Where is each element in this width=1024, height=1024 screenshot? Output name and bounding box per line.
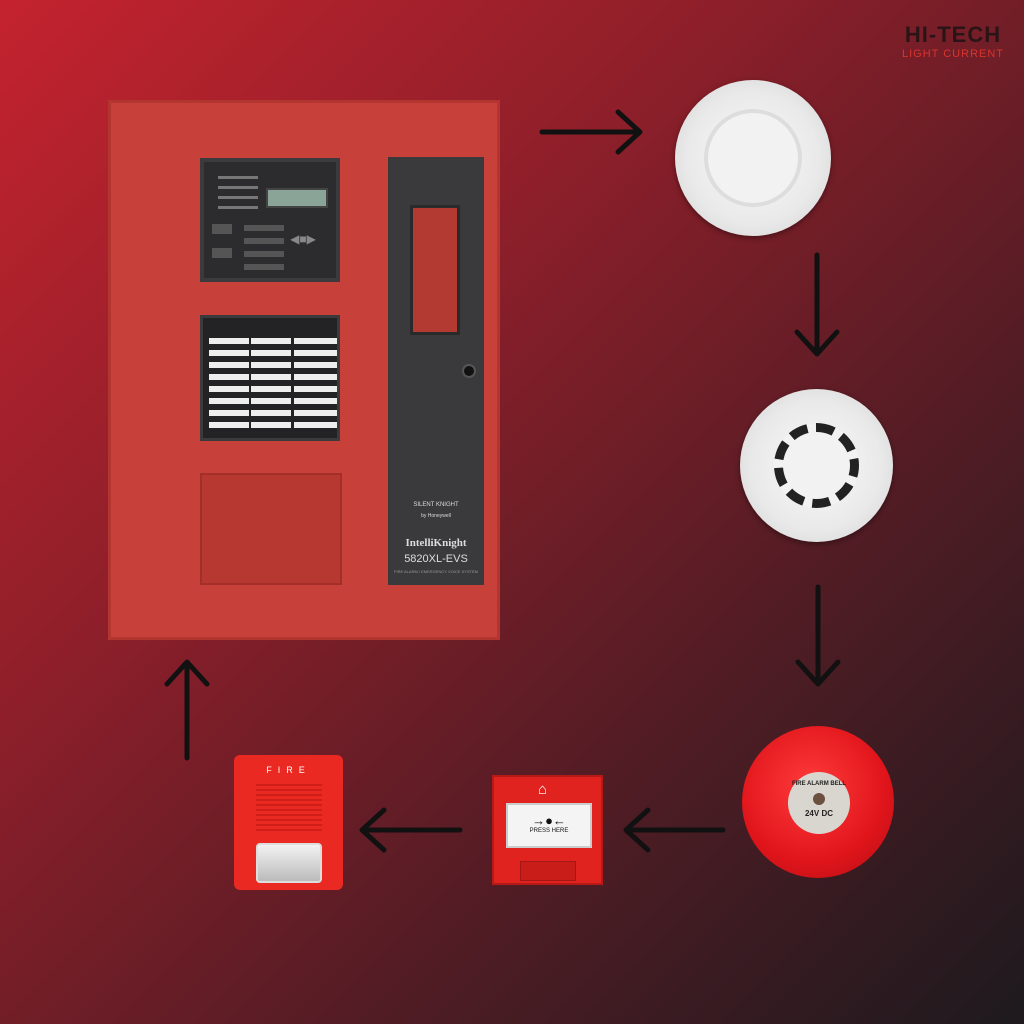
zone-indicators [209, 334, 337, 434]
numeric-keypad [244, 220, 284, 270]
logo: HI-TECH LIGHT CURRENT [888, 22, 1018, 60]
manual-call-point: ⌂ →●← PRESS HERE [492, 775, 603, 885]
maker-sub-label: by Honeywell [421, 513, 451, 519]
fire-alarm-bell: FIRE ALARM BELL 24V DC [742, 726, 894, 878]
heat-detector [740, 389, 893, 542]
function-key [212, 248, 232, 258]
fire-alarm-control-panel: ◀■▶ SILENT KNIGHT by Honeywell IntelliKn… [108, 100, 500, 640]
maker-label: SILENT KNIGHT [413, 502, 459, 508]
blank-window [200, 473, 342, 585]
bell-voltage: 24V DC [804, 809, 833, 818]
strobe-label: FIRE [266, 765, 311, 775]
status-led [218, 186, 258, 189]
press-here-label: PRESS HERE [529, 828, 569, 834]
smoke-detector [675, 80, 831, 236]
key-flap [520, 861, 576, 881]
arrow-left-icon [623, 807, 726, 853]
status-led [218, 206, 258, 209]
logo-brand: HI-TECH [904, 22, 1002, 47]
door-lock-icon [462, 364, 476, 378]
arrow-down-icon [794, 252, 840, 357]
keypad-module: ◀■▶ [200, 158, 340, 282]
annunciator-module [200, 315, 340, 441]
bell-label: FIRE ALARM BELL [791, 781, 847, 787]
strobe-lens [256, 843, 322, 883]
logo-tagline: LIGHT CURRENT [901, 48, 1005, 60]
arrow-up-icon [164, 659, 210, 761]
lcd-display [266, 188, 328, 208]
function-key [212, 224, 232, 234]
speaker-grille [256, 781, 322, 831]
bell-face: FIRE ALARM BELL 24V DC [788, 772, 850, 834]
status-led [218, 176, 258, 179]
product-name: IntelliKnight [405, 537, 467, 549]
house-fire-icon: ⌂ [538, 781, 548, 798]
panel-door: SILENT KNIGHT by Honeywell IntelliKnight… [388, 157, 484, 585]
door-window [410, 205, 460, 335]
status-led [218, 196, 258, 199]
sounder-strobe: FIRE [234, 755, 343, 890]
press-arrows-icon: →●← [532, 813, 566, 828]
arrow-keys-icon: ◀■▶ [290, 232, 316, 246]
arrow-right-icon [539, 109, 643, 155]
model-subtitle: FIRE ALARM / EMERGENCY VOICE SYSTEM [394, 569, 478, 574]
model-number: 5820XL-EVS [404, 553, 468, 565]
arrow-down-icon [795, 584, 841, 687]
arrow-left-icon [359, 807, 463, 853]
call-point-window: →●← PRESS HERE [506, 803, 592, 848]
